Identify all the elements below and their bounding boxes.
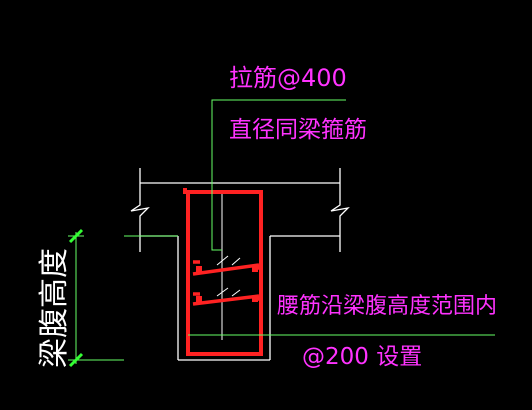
right-break-line (330, 168, 350, 252)
stirrup-hook-top (183, 188, 187, 194)
tie-bar-marks (216, 255, 241, 297)
stirrup-outline (186, 190, 263, 356)
web-bar-label: 腰筋沿梁腹高度范围内 (277, 294, 497, 319)
web-bar-point (252, 296, 258, 302)
web-height-label: 梁腹高度 (37, 248, 72, 368)
web-bar-points (196, 266, 258, 302)
dim-tick-top (68, 228, 84, 244)
dimension-ticks (68, 228, 84, 368)
web-bar-point (252, 266, 258, 272)
tie-bar-diameter-label: 直径同梁箍筋 (229, 117, 367, 143)
web-bar-tie-lower (192, 294, 260, 306)
tie-mark (231, 289, 241, 297)
web-bars (192, 260, 260, 306)
tie-mark (216, 287, 229, 297)
concrete-outline (130, 168, 350, 361)
tie-mark (216, 255, 229, 266)
stirrup (183, 188, 263, 356)
web-bar-point (196, 296, 202, 302)
tie-mark (231, 257, 241, 266)
web-bar-spacing-label: @200 设置 (302, 344, 422, 370)
left-break-line (130, 168, 150, 252)
dim-tick-bottom (68, 352, 84, 368)
tie-bar-leader (211, 99, 346, 251)
web-bar-point (196, 266, 202, 272)
web-bar-tie-upper (192, 263, 260, 276)
tie-bar-label: 拉筋@400 (229, 64, 347, 92)
